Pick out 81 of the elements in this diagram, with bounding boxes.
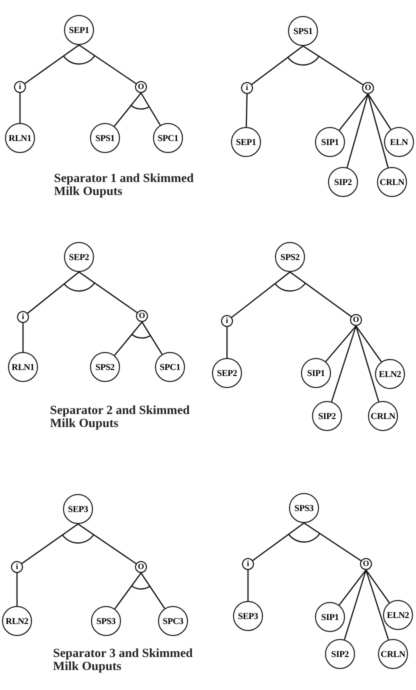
connector-line: [22, 524, 78, 564]
connector-line: [356, 326, 382, 362]
node-label: SEP2: [68, 252, 90, 262]
node-label: SPS2: [280, 252, 300, 262]
connector-line: [366, 570, 390, 604]
connector-line: [114, 572, 142, 610]
connector-line: [251, 46, 304, 85]
node-label: ELN2: [386, 610, 410, 620]
node-label: SIP1: [321, 612, 339, 622]
connector-line: [16, 573, 18, 606]
node-label: ELN2: [378, 369, 402, 379]
node-label: CRLN: [380, 649, 406, 659]
node-label: O: [138, 83, 144, 91]
connector-line: [338, 94, 368, 131]
node-label: SPS3: [294, 503, 314, 513]
connector-line: [140, 572, 166, 609]
connector-line: [78, 272, 138, 314]
node-label: SEP1: [236, 137, 256, 147]
node-label: SPS2: [95, 362, 115, 372]
connector-line: [114, 322, 142, 356]
connector-line: [344, 570, 367, 640]
node-label: i: [16, 563, 18, 571]
node-label: ELN: [390, 137, 408, 147]
node-label: SPS3: [96, 616, 116, 626]
node-label: SIP2: [334, 177, 352, 187]
node-label: SPC1: [158, 133, 178, 143]
caption-text: Separator 2 and Skimmed Milk Ouputs: [50, 404, 191, 430]
connector-line: [78, 524, 136, 564]
node-label: CRLN: [380, 177, 404, 187]
connector-line: [290, 272, 352, 317]
node-label: RLN1: [12, 362, 34, 372]
node-label: SPC1: [160, 362, 180, 372]
connector-line: [325, 326, 356, 362]
node-label: RLN1: [8, 133, 32, 143]
connector-line: [304, 522, 362, 562]
node-label: i: [226, 317, 228, 325]
node-label: O: [138, 312, 146, 320]
node-label: CRLN: [370, 411, 396, 421]
node-label: i: [246, 84, 248, 92]
node-label: SIP2: [318, 411, 336, 421]
connector-line: [368, 94, 392, 130]
connector-line: [331, 326, 357, 402]
node-label: SPC3: [162, 616, 184, 626]
node-label: i: [22, 313, 24, 321]
caption-text: Separator 1 and Skimmed Milk Ouputs: [54, 172, 195, 198]
node-label: O: [138, 563, 144, 571]
connector-line: [140, 92, 161, 126]
connector-line: [365, 570, 389, 640]
connector-line: [252, 522, 304, 561]
connector-line: [22, 323, 24, 352]
connector-line: [367, 94, 389, 168]
connector-line: [355, 326, 380, 402]
node-label: i: [246, 560, 250, 568]
node-label: SIP1: [307, 368, 325, 378]
connector-line: [247, 570, 249, 601]
node-label: O: [362, 560, 370, 568]
connector-line: [338, 570, 366, 606]
node-label: SEP3: [68, 504, 88, 514]
connector-line: [231, 272, 290, 318]
node-label: SIP1: [321, 137, 339, 147]
node-label: SEP3: [238, 611, 258, 621]
connector-line: [114, 92, 142, 127]
connector-line: [302, 46, 364, 86]
caption-text: Separator 3 and Skimmed Milk Ouputs: [53, 647, 194, 673]
node-label: RLN2: [6, 616, 28, 626]
node-label: i: [18, 83, 22, 91]
connector-line: [78, 44, 136, 84]
node-label: SEP1: [68, 25, 90, 35]
node-label: SIP2: [331, 649, 349, 659]
node-label: O: [352, 316, 360, 324]
node-label: SPS1: [95, 133, 115, 143]
connector-line: [246, 94, 248, 128]
node-label: O: [364, 84, 372, 92]
connector-line: [27, 272, 80, 314]
connector-line: [226, 327, 228, 358]
node-label: SEP2: [216, 368, 238, 378]
connector-line: [142, 322, 163, 355]
node-label: SPS1: [293, 26, 313, 36]
connector-line: [346, 94, 369, 168]
connector-line: [24, 44, 80, 84]
connector-line: [19, 93, 21, 123]
